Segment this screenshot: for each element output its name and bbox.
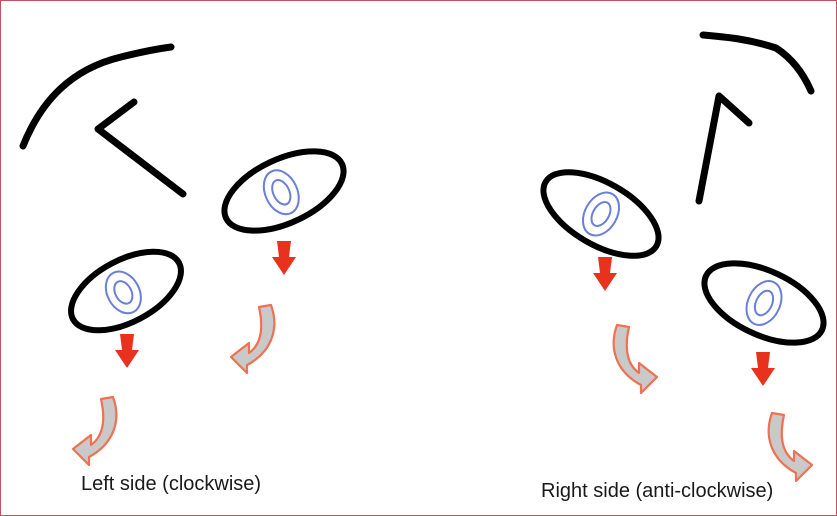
left-side-caption: Left side (clockwise) bbox=[81, 473, 261, 496]
right-brow-curve bbox=[703, 35, 811, 91]
right-side-caption: Right side (anti-clockwise) bbox=[541, 480, 773, 503]
right-lower-twist-arrow bbox=[769, 413, 812, 481]
left-eye-lower bbox=[58, 235, 193, 346]
right-eye-upper bbox=[530, 155, 672, 273]
right-upper-twist-arrow bbox=[614, 325, 657, 393]
left-lower-down-arrow bbox=[115, 334, 139, 368]
left-eye-upper bbox=[212, 135, 355, 247]
right-face-group bbox=[530, 35, 835, 481]
right-nose-chevron bbox=[699, 96, 749, 201]
left-upper-twist-arrow bbox=[231, 305, 274, 373]
right-lower-down-arrow bbox=[751, 352, 775, 386]
right-upper-down-arrow bbox=[593, 257, 617, 291]
right-eye-lower bbox=[692, 247, 835, 359]
left-upper-down-arrow bbox=[272, 241, 296, 275]
left-face-group bbox=[23, 47, 356, 465]
left-nose-chevron bbox=[98, 102, 183, 194]
left-lower-twist-arrow bbox=[73, 397, 116, 465]
